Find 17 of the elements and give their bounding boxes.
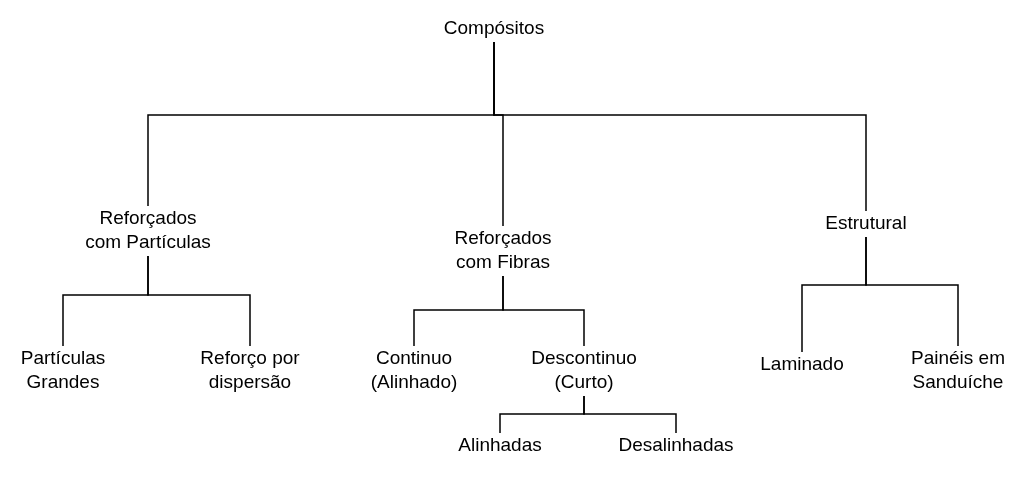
- category-label: Desalinhadas: [618, 433, 734, 457]
- category-label: Reforçados com Fibras: [454, 226, 552, 274]
- category-label: Continuo (Alinhado): [370, 346, 458, 394]
- category-label: Compósitos: [443, 16, 545, 40]
- category-label: Reforço por dispersão: [200, 346, 300, 394]
- category-label: Reforçados com Partículas: [85, 206, 211, 254]
- category-label: Estrutural: [825, 211, 907, 235]
- category-label: Painéis em Sanduíche: [911, 346, 1005, 394]
- tree-connector: [502, 275, 585, 347]
- tree-connector: [583, 395, 677, 434]
- category-label: Descontinuo (Curto): [531, 346, 637, 394]
- category-label: Laminado: [760, 352, 844, 376]
- category-label: Alinhadas: [458, 433, 542, 457]
- category-label: Partículas Grandes: [20, 346, 106, 394]
- tree-connector: [147, 255, 251, 347]
- tree-connector: [493, 41, 867, 212]
- tree-connector: [865, 236, 959, 347]
